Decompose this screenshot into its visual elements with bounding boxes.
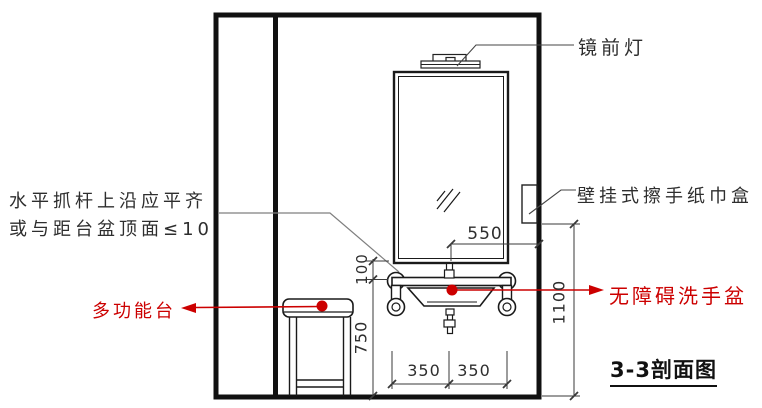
section-title: 3-3剖面图: [610, 354, 717, 387]
dim-text-1100: 1100: [549, 279, 569, 325]
mirror: [392, 70, 510, 265]
grab-bar-note-line1: 水平抓杆上沿应平齐: [9, 191, 207, 212]
paper-towel-box: [521, 184, 538, 224]
mirror-light-fixture: [420, 53, 481, 69]
accessible-washbasin-label: 无障碍洗手盆: [609, 284, 747, 308]
drain-pipe: [443, 308, 456, 335]
dimension-100-750: [365, 256, 389, 401]
faucet: [443, 262, 455, 279]
dim-text-350-right: 350: [457, 361, 491, 380]
table-red-dot: [316, 300, 328, 312]
mirror-glass-hatch: [436, 188, 461, 213]
mirror-light-label: 镜前灯: [578, 37, 648, 59]
multifunction-table: [282, 298, 354, 396]
dimension-1100: [542, 219, 580, 401]
grab-bar-note-line2: 或与距台盆顶面≤10: [9, 219, 213, 240]
washbasin-arrowhead: [589, 285, 604, 295]
washbasin-red-annotation: [446, 284, 604, 296]
washbasin-red-dot: [446, 284, 458, 296]
dim-text-750: 750: [351, 320, 371, 355]
dim-text-550: 550: [467, 224, 503, 244]
paper-towel-box-leader-line: [528, 189, 576, 215]
table-red-annotation: [181, 300, 328, 313]
dimension-550: [446, 239, 544, 261]
paper-towel-box-label: 壁挂式擦手纸巾盒: [577, 186, 753, 207]
washbasin: [406, 262, 496, 335]
table-arrowhead: [181, 303, 196, 313]
mirror-light-leader-line: [456, 44, 574, 67]
dim-text-350-left: 350: [407, 361, 441, 380]
multifunction-table-label: 多功能台: [92, 301, 176, 322]
dim-text-100: 100: [353, 253, 371, 285]
grab-bar-note-leader-line: [219, 212, 400, 273]
dimension-350-350: [387, 351, 512, 389]
